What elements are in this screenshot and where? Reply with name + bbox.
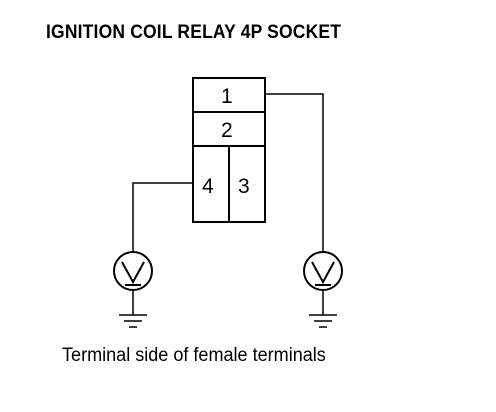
terminal-3-label: 3 xyxy=(238,175,250,198)
ground-icon xyxy=(119,314,147,328)
terminal-4-label: 4 xyxy=(202,175,214,198)
probe-wire-terminal-1 xyxy=(265,93,324,252)
probe-wire-terminal-4 xyxy=(132,182,193,252)
diagram-title: IGNITION COIL RELAY 4P SOCKET xyxy=(46,22,342,43)
diagram-caption: Terminal side of female terminals xyxy=(62,345,326,366)
voltmeter-right xyxy=(303,251,343,328)
voltmeter-icon xyxy=(303,251,343,291)
voltmeter-left xyxy=(113,251,153,328)
terminal-2-label: 2 xyxy=(221,119,233,142)
ground-icon xyxy=(309,314,337,328)
voltmeter-icon xyxy=(113,251,153,291)
terminal-1-label: 1 xyxy=(221,85,233,108)
connector-socket xyxy=(192,77,266,223)
